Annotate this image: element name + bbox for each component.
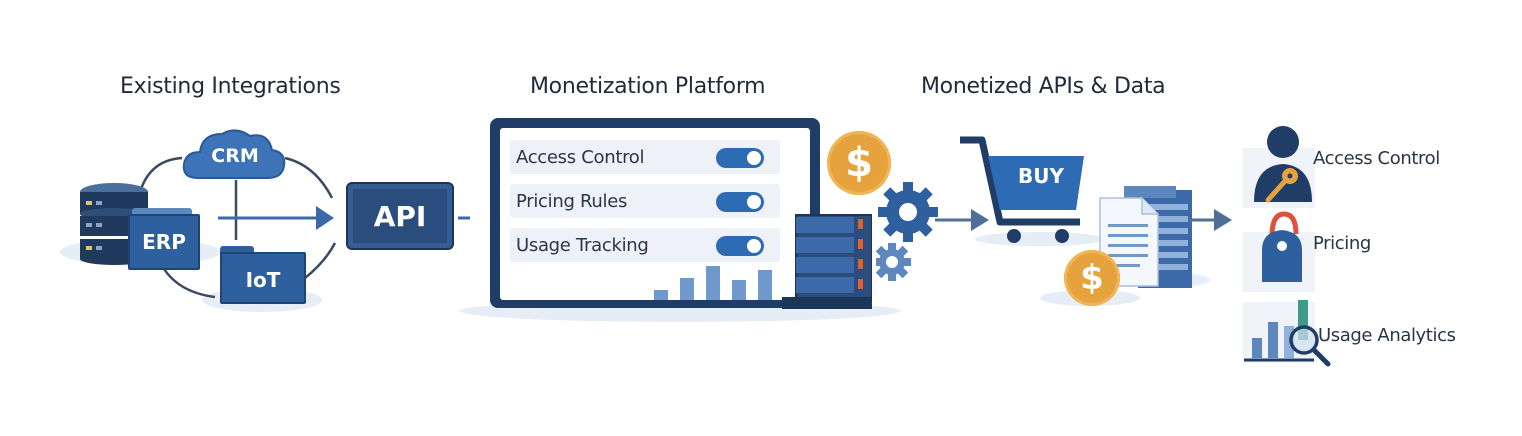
platform-monitor: Access Control Pricing Rules Usage Track… bbox=[490, 118, 820, 308]
chart-magnifier-icon bbox=[1244, 300, 1331, 367]
row-label: Usage Tracking bbox=[516, 235, 649, 256]
flow-arrow-icon bbox=[935, 209, 989, 231]
access-control-toggle[interactable] bbox=[716, 148, 764, 168]
outcome-label-usage-analytics: Usage Analytics bbox=[1318, 325, 1456, 346]
folder-tab-icon bbox=[220, 246, 254, 256]
platform-row-usage-tracking: Usage Tracking bbox=[510, 228, 780, 262]
section-title-monetization-platform: Monetization Platform bbox=[530, 74, 766, 99]
dollar-coin-icon: $ bbox=[1064, 250, 1120, 306]
cloud-icon bbox=[182, 129, 286, 179]
usage-tracking-toggle[interactable] bbox=[716, 236, 764, 256]
pricing-rules-toggle[interactable] bbox=[716, 192, 764, 212]
shopping-cart-icon bbox=[960, 136, 1084, 243]
gears-icon bbox=[876, 182, 938, 281]
platform-screen: Access Control Pricing Rules Usage Track… bbox=[500, 128, 810, 300]
platform-row-pricing-rules: Pricing Rules bbox=[510, 184, 780, 218]
server-rack-icon bbox=[782, 214, 872, 309]
api-label: API bbox=[373, 200, 427, 233]
dollar-coin-icon: $ bbox=[827, 131, 891, 195]
cart-buy-label: BUY bbox=[1018, 164, 1064, 188]
outcome-label-access-control: Access Control bbox=[1313, 148, 1440, 169]
api-gateway-box: API bbox=[346, 182, 454, 250]
section-title-monetized-apis: Monetized APIs & Data bbox=[921, 74, 1166, 99]
folder-tab-icon bbox=[132, 208, 192, 218]
iot-label: IoT bbox=[245, 268, 281, 292]
outcome-label-pricing: Pricing bbox=[1313, 233, 1371, 254]
row-label: Access Control bbox=[516, 147, 645, 168]
usage-bar-chart-icon bbox=[654, 266, 772, 300]
user-key-icon bbox=[1254, 126, 1312, 203]
row-label: Pricing Rules bbox=[516, 191, 628, 212]
platform-row-access-control: Access Control bbox=[510, 140, 780, 174]
price-tag-icon bbox=[1262, 211, 1302, 282]
iot-folder: IoT bbox=[220, 246, 306, 304]
erp-folder: ERP bbox=[128, 208, 200, 270]
erp-label: ERP bbox=[142, 230, 186, 254]
section-title-existing-integrations: Existing Integrations bbox=[120, 74, 341, 99]
crm-label: CRM bbox=[211, 145, 259, 167]
flow-arrow-icon bbox=[1188, 209, 1232, 231]
